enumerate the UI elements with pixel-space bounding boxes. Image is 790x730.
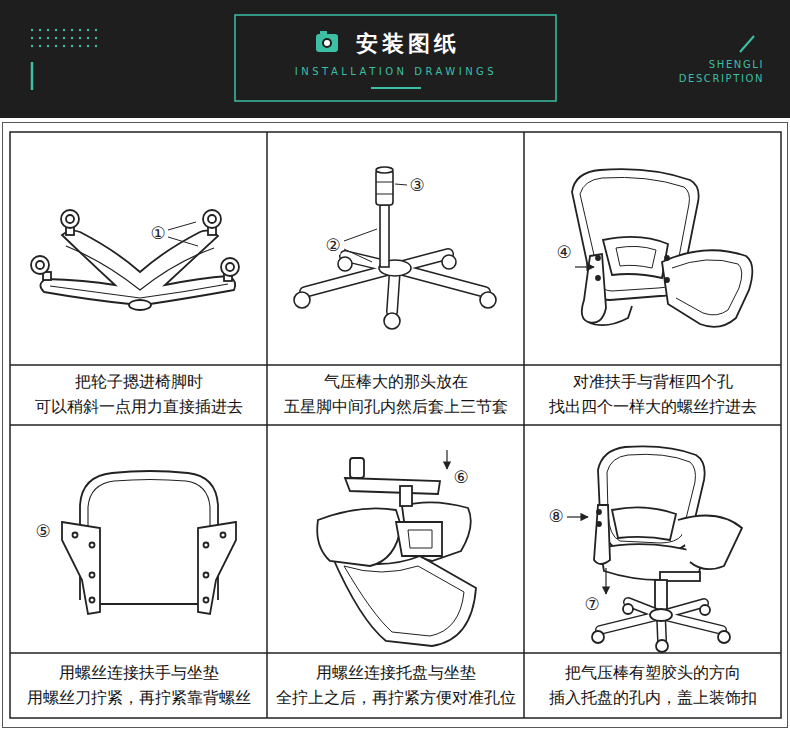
leader-line — [168, 222, 198, 246]
outer-frame — [3, 123, 788, 728]
callout-number: ⑤ — [35, 522, 50, 541]
five-star-base — [305, 254, 485, 312]
seat-assembly — [317, 458, 476, 646]
caption-cell: 把气压棒有塑胶头的方向 插入托盘的孔内，盖上装饰扣 — [525, 654, 780, 717]
accent-line — [31, 62, 34, 90]
callout-number: ⑧ — [548, 507, 563, 526]
pointer-arrow — [446, 450, 447, 469]
brand-text: DESCRIPTION — [679, 73, 764, 84]
callout-number: ③ — [409, 176, 424, 195]
pointer-arrow — [575, 266, 594, 267]
callout-number: ④ — [556, 243, 571, 262]
backrest — [572, 169, 752, 327]
caption-text: 对准扶手与背框四个孔 找出四个一样大的螺丝拧进去 — [528, 370, 777, 420]
leader-line — [344, 184, 407, 262]
base-underside — [31, 210, 239, 310]
caption-text: 气压棒大的那头放在 五星脚中间孔内然后套上三节套 — [271, 370, 520, 420]
title: 安装图纸 — [356, 32, 460, 56]
header-band — [0, 0, 790, 118]
callout-number: ⑦ — [584, 595, 599, 614]
subtitle: INSTALLATION DRAWINGS — [295, 66, 497, 77]
pointer-arrow — [605, 568, 606, 594]
caption-cell: 把轮子摁进椅脚时 可以稍斜一点用力直接插进去 — [11, 366, 266, 424]
caption-cell: 气压棒大的那头放在 五星脚中间孔内然后套上三节套 — [268, 366, 523, 424]
caption-text: 用螺丝连接扶手与坐垫 用螺丝刀拧紧，再拧紧靠背螺丝 — [14, 661, 263, 711]
title-frame — [235, 15, 556, 101]
caption-cell: 用螺丝连接扶手与坐垫 用螺丝刀拧紧，再拧紧靠背螺丝 — [11, 654, 266, 717]
caption-text: 把气压棒有塑胶头的方向 插入托盘的孔内，盖上装饰扣 — [528, 661, 777, 711]
title-underline — [371, 87, 421, 89]
callout-number: ① — [150, 224, 165, 243]
brand-text: SHENGLI — [709, 59, 764, 70]
assembled-chair — [592, 446, 742, 652]
camera-icon — [316, 31, 338, 52]
callout-number: ⑥ — [453, 468, 468, 487]
caption-text: 用螺丝连接托盘与坐垫 全拧上之后，再拧紧方便对准孔位 — [271, 661, 520, 711]
callout-number: ② — [325, 236, 340, 255]
caption-cell: 对准扶手与背框四个孔 找出四个一样大的螺丝拧进去 — [525, 366, 780, 424]
pointer-arrow — [567, 516, 588, 517]
panel-grid — [10, 132, 781, 718]
dot-grid — [31, 29, 97, 47]
accent-slash — [740, 36, 754, 52]
frame-brackets — [62, 471, 236, 614]
gas-lift — [294, 167, 496, 329]
caption-cell: 用螺丝连接托盘与坐垫 全拧上之后，再拧紧方便对准孔位 — [268, 654, 523, 717]
caption-text: 把轮子摁进椅脚时 可以稍斜一点用力直接插进去 — [14, 370, 263, 420]
